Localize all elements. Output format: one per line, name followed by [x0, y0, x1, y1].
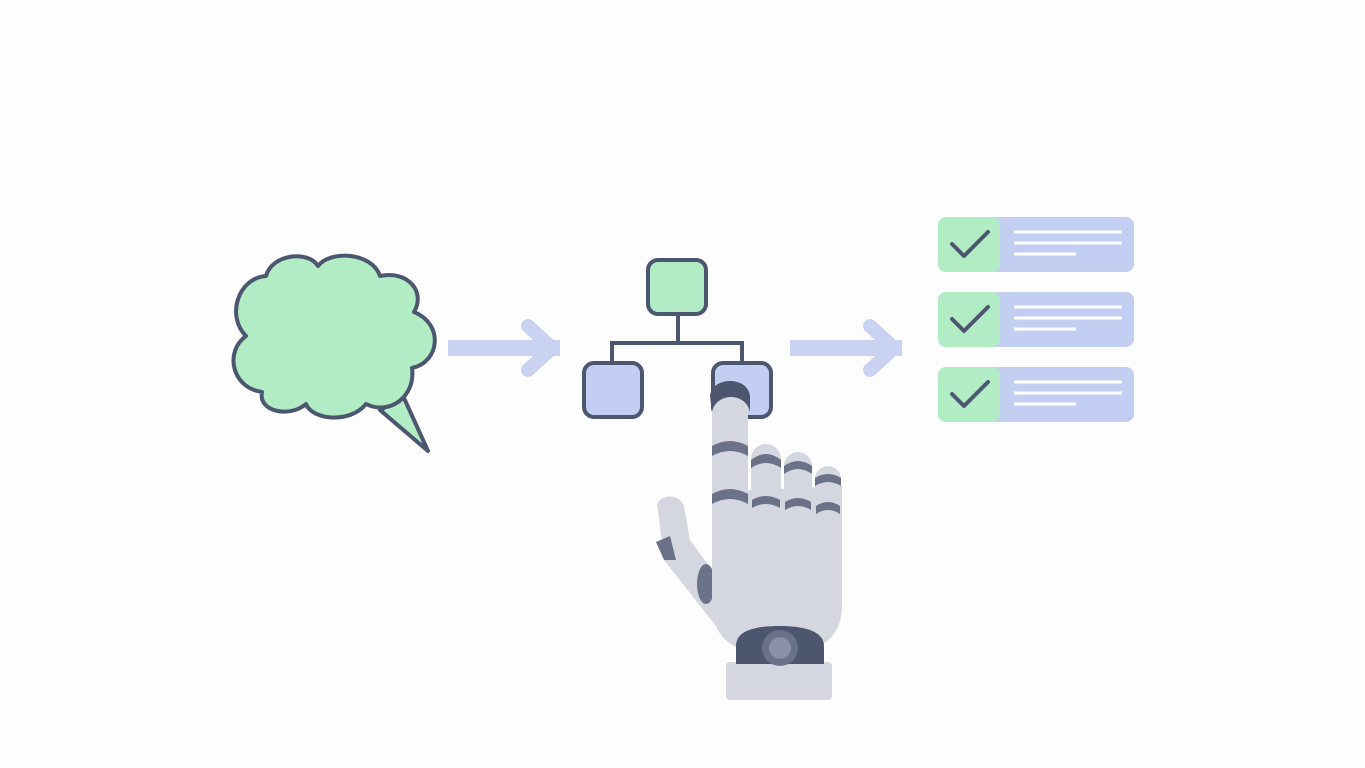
checklist-item — [938, 217, 1134, 272]
tree-node-root — [646, 258, 708, 316]
robot-index-finger — [712, 385, 748, 540]
robot-hand-icon — [656, 381, 842, 700]
check-icon — [950, 305, 990, 333]
thought-bubble-icon — [231, 253, 437, 453]
checklist-icon — [938, 217, 1134, 422]
check-icon — [950, 230, 990, 258]
check-icon — [950, 380, 990, 408]
thought-bubble-cloud — [231, 253, 437, 420]
tree-node-left — [582, 361, 644, 419]
robot-wrist-base — [726, 662, 832, 700]
checklist-item — [938, 367, 1134, 422]
arrow-right-icon — [790, 319, 902, 377]
arrow-right-icon — [448, 319, 560, 377]
checklist-item — [938, 292, 1134, 347]
